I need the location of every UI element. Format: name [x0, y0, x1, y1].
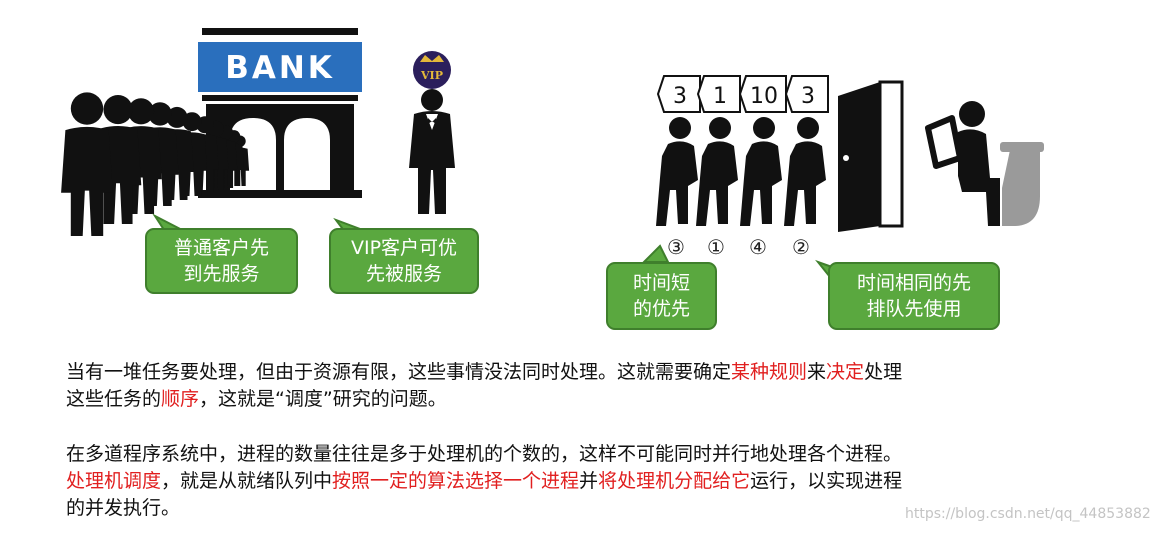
bank-sign-text: BANK [225, 50, 335, 86]
callout-short-time-first: 时间短的优先 [606, 262, 717, 330]
paragraph-1-line-1: 当有一堆任务要处理，但由于资源有限，这些事情没法同时处理。这就需要确定某种规则来… [66, 361, 903, 383]
waiting-people [656, 117, 826, 226]
person-on-toilet [925, 101, 1044, 226]
crown-icon [420, 55, 444, 62]
ticket-tag: 3 [784, 75, 829, 113]
paragraph-2-line-1: 在多道程序系统中，进程的数量往往是多于处理机的个数的，这样不可能同时并行地处理各… [66, 443, 903, 465]
ticket-tag: 3 [656, 75, 701, 113]
ticket-tag: 10 [738, 75, 787, 113]
svg-text:1: 1 [713, 84, 727, 109]
callout-regular-customers: 普通客户先到先服务 [145, 228, 298, 294]
svg-text:VIP: VIP [420, 69, 443, 82]
svg-text:10: 10 [750, 84, 778, 109]
callout-vip-customers: VIP客户可优先被服务 [329, 228, 479, 294]
order-mark: ④ [749, 235, 767, 259]
callout-same-time-fifo: 时间相同的先排队先使用 [828, 262, 1000, 330]
order-mark: ① [707, 235, 725, 259]
paragraph-1-line-2: 这些任务的顺序，这就是“调度”研究的问题。 [66, 388, 447, 410]
illustration: BANK VIP [61, 28, 1044, 284]
order-mark: ② [792, 235, 810, 259]
svg-text:3: 3 [673, 84, 687, 109]
order-mark: ③ [667, 235, 685, 259]
restroom-door [838, 80, 904, 232]
ticket-tag: 1 [696, 75, 741, 113]
ticket-tags: 3 1 10 3 [656, 75, 829, 113]
paragraph-2-line-2: 处理机调度，就是从就绪队列中按照一定的算法选择一个进程并将处理机分配给它运行，以… [66, 470, 903, 492]
bank-sign-board [198, 42, 362, 92]
bank-building: BANK [198, 28, 362, 198]
watermark: https://blog.csdn.net/qq_44853882 [905, 506, 1151, 522]
paragraph-2-line-3: 的并发执行。 [66, 497, 181, 519]
svg-text:3: 3 [801, 84, 815, 109]
vip-customer: VIP [409, 51, 455, 214]
